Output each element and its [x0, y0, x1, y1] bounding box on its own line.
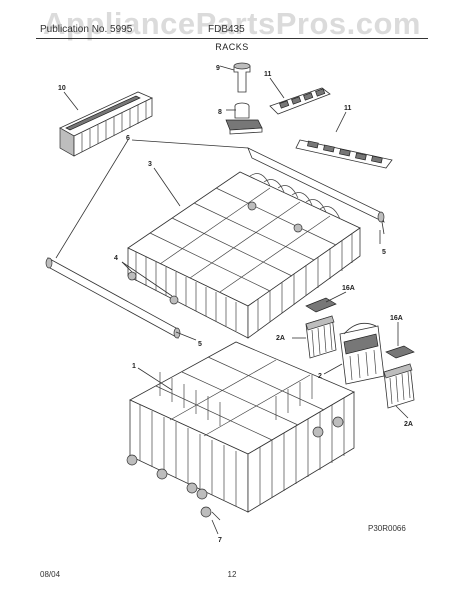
section-title: RACKS: [215, 42, 249, 52]
leader-4-a: [121, 261, 133, 273]
part-1-lower-rack[interactable]: [129, 341, 355, 513]
part-9-spray-tube[interactable]: [233, 62, 251, 93]
part-10-basket[interactable]: [59, 91, 153, 157]
model-label: FDB435: [208, 24, 245, 35]
callout-8: 8: [218, 109, 222, 116]
callout-9: 9: [216, 65, 220, 72]
callout-7: 7: [218, 537, 222, 544]
drawing-code: P30R0066: [368, 524, 406, 533]
callout-5-left: 5: [198, 341, 202, 348]
callout-2: 2: [318, 373, 322, 380]
callout-6: 6: [126, 135, 130, 142]
header-rule: [36, 38, 428, 39]
callout-leaders: [63, 65, 409, 535]
callout-16a-right: 16A: [390, 315, 403, 322]
part-11-tine-row-right[interactable]: [295, 139, 393, 169]
part-11-tine-row-top[interactable]: [269, 87, 331, 115]
callout-11-right: 11: [344, 105, 352, 112]
leader-4-b: [121, 261, 173, 297]
leader-6-a: [131, 139, 249, 149]
footer-date: 08/04: [40, 570, 61, 579]
part-16a-cover-left[interactable]: [305, 297, 337, 313]
callout-5-right: 5: [382, 249, 386, 256]
part-5-rail-right[interactable]: [247, 147, 385, 235]
callout-4: 4: [114, 255, 118, 262]
part-2a-basket-left[interactable]: [305, 315, 337, 359]
publication-label: Publication No. 5995: [40, 24, 133, 35]
part-5-rail-left[interactable]: [45, 257, 181, 339]
callout-1: 1: [132, 363, 136, 370]
callout-2a-right: 2A: [404, 421, 413, 428]
callout-3: 3: [148, 161, 152, 168]
part-2a-basket-right[interactable]: [383, 363, 415, 409]
leader-6-b: [55, 139, 129, 259]
callout-16a-left: 16A: [342, 285, 355, 292]
callout-10: 10: [58, 85, 66, 92]
part-16a-cover-right[interactable]: [385, 345, 415, 359]
lower-rack-wheels[interactable]: [126, 416, 344, 500]
part-7-wheel[interactable]: [200, 506, 221, 521]
callout-11-top: 11: [264, 71, 272, 78]
callout-2a-left: 2A: [276, 335, 285, 342]
part-2-basket-center[interactable]: [339, 322, 385, 385]
part-8-spray-hub[interactable]: [225, 102, 263, 135]
part-3-upper-rack[interactable]: [127, 171, 361, 339]
footer-page-number: 12: [227, 570, 237, 579]
